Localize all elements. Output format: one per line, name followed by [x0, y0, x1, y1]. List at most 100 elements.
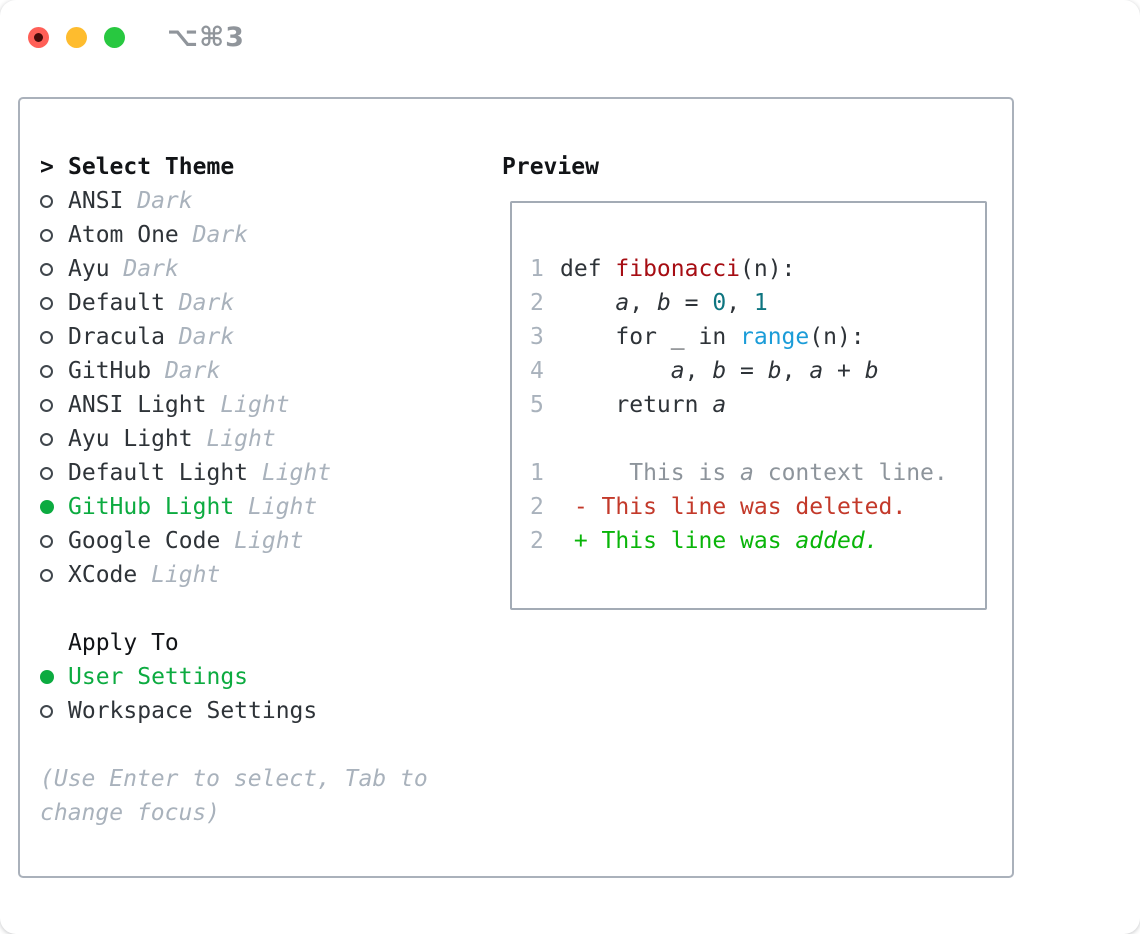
code-line: 2 + This line was added. [530, 524, 985, 558]
radio-unselected-icon [40, 694, 68, 728]
code-text: - This line was deleted. [560, 494, 907, 520]
code-text: a, b = b, a + b [670, 358, 879, 384]
theme-variant-tag: Light [234, 494, 318, 520]
code-text: def fibonacci(n): [560, 256, 796, 282]
code-line: 1 This is a context line. [530, 456, 985, 490]
theme-variant-tag: Dark [178, 222, 249, 248]
line-number: 1 [530, 460, 544, 486]
theme-variant-tag: Light [220, 528, 304, 554]
theme-option-label: XCode Light [68, 558, 500, 592]
traffic-light-close-button[interactable] [28, 27, 49, 48]
apply-option[interactable]: Workspace Settings [40, 694, 500, 728]
theme-option[interactable]: ANSI Light Light [40, 388, 500, 422]
code-line [530, 422, 985, 456]
radio-unselected-icon [40, 320, 68, 354]
theme-name: Ayu [68, 256, 110, 282]
theme-option[interactable]: Google Code Light [40, 524, 500, 558]
radio-selected-icon [40, 490, 68, 524]
code-line: 3 for _ in range(n): [530, 320, 985, 354]
theme-option[interactable]: Atom One Dark [40, 218, 500, 252]
theme-option[interactable]: Ayu Dark [40, 252, 500, 286]
radio-unselected-icon [40, 218, 68, 252]
line-number: 1 [530, 256, 544, 282]
theme-option[interactable]: GitHub Light Light [40, 490, 500, 524]
theme-option[interactable]: Default Light Light [40, 456, 500, 490]
theme-variant-tag: Light [137, 562, 221, 588]
theme-option-label: ANSI Dark [68, 184, 500, 218]
hint-line-2: change focus) [40, 800, 221, 826]
theme-variant-tag: Dark [109, 256, 179, 282]
theme-option-label: Default Light Light [68, 456, 500, 490]
line-number: 2 [530, 290, 544, 316]
code-line: 5 return a [530, 388, 985, 422]
theme-variant-tag: Dark [164, 324, 235, 350]
code-line: 4 a, b = b, a + b [530, 354, 985, 388]
radio-unselected-icon [40, 286, 68, 320]
select-theme-label: Select Theme [68, 154, 235, 180]
theme-variant-tag: Light [192, 426, 276, 452]
code-text: a, b = 0, 1 [615, 290, 768, 316]
theme-option-label: Default Dark [68, 286, 500, 320]
apply-to-header: Apply To [40, 626, 500, 660]
apply-option-name: User Settings [68, 664, 249, 690]
theme-option-label: Dracula Dark [68, 320, 500, 354]
theme-name: Ayu Light [68, 426, 193, 452]
traffic-light-minimize-button[interactable] [66, 27, 87, 48]
theme-name: Default Light [68, 460, 249, 486]
radio-unselected-icon [40, 524, 68, 558]
radio-unselected-icon [40, 354, 68, 388]
theme-option[interactable]: Dracula Dark [40, 320, 500, 354]
theme-option[interactable]: XCode Light [40, 558, 500, 592]
section-gap [40, 592, 500, 626]
radio-unselected-icon [40, 184, 68, 218]
code-line: 2 a, b = 0, 1 [530, 286, 985, 320]
theme-option-label: Ayu Dark [68, 252, 500, 286]
apply-option[interactable]: User Settings [40, 660, 500, 694]
line-number: 2 [530, 494, 544, 520]
radio-unselected-icon [40, 252, 68, 286]
line-number: 4 [530, 358, 544, 384]
select-theme-header: > Select Theme [40, 150, 500, 184]
radio-unselected-icon [40, 388, 68, 422]
theme-option-label: Atom One Dark [68, 218, 500, 252]
theme-variant-tag: Light [206, 392, 290, 418]
radio-unselected-icon [40, 422, 68, 456]
hint-text: (Use Enter to select, Tab to change focu… [40, 762, 500, 830]
apply-option-name: Workspace Settings [68, 698, 318, 724]
theme-option-label: GitHub Dark [68, 354, 500, 388]
theme-option-label: Google Code Light [68, 524, 500, 558]
section-gap [40, 728, 500, 762]
hint-line-1: (Use Enter to select, Tab to [40, 766, 428, 792]
apply-option-label: Workspace Settings [68, 694, 500, 728]
theme-option[interactable]: Ayu Light Light [40, 422, 500, 456]
theme-name: Google Code [68, 528, 221, 554]
unsaved-dot-icon [34, 33, 43, 42]
theme-option[interactable]: Default Dark [40, 286, 500, 320]
line-number: 2 [530, 528, 544, 554]
preview-label: Preview [502, 154, 599, 180]
window-title-shortcut: ⌥⌘3 [167, 22, 245, 53]
theme-name: GitHub Light [68, 494, 235, 520]
traffic-light-zoom-button[interactable] [104, 27, 125, 48]
code-text: for _ in range(n): [560, 324, 865, 350]
theme-option[interactable]: GitHub Dark [40, 354, 500, 388]
theme-name: Atom One [68, 222, 179, 248]
code-line: 1 def fibonacci(n): [530, 252, 985, 286]
theme-name: GitHub [68, 358, 152, 384]
radio-selected-icon [40, 660, 68, 694]
theme-option-label: GitHub Light Light [68, 490, 500, 524]
line-number: 5 [530, 392, 544, 418]
theme-variant-tag: Dark [164, 290, 235, 316]
theme-variant-tag: Dark [151, 358, 221, 384]
theme-name: ANSI [68, 188, 124, 214]
theme-option[interactable]: ANSI Dark [40, 184, 500, 218]
cursor-arrow-icon: > [40, 154, 54, 180]
theme-name: Default [68, 290, 165, 316]
